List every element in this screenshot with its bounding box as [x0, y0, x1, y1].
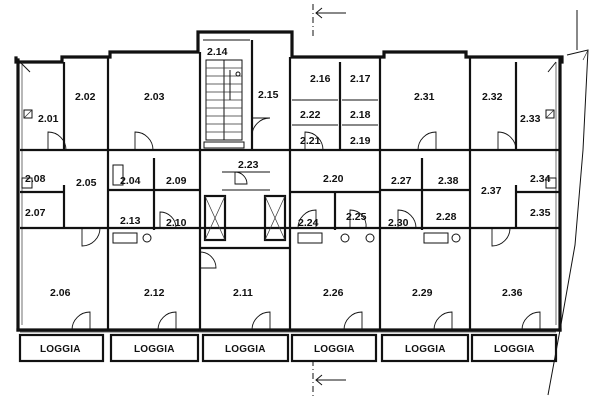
room-2-15-label: 2.15 [258, 89, 279, 101]
loggia-label-2: LOGGIA [134, 344, 175, 355]
room-2-35-label: 2.35 [530, 207, 551, 219]
room-2-33-label: 2.33 [520, 113, 541, 125]
loggia-row [18, 331, 558, 363]
room-2-09-label: 2.09 [166, 175, 187, 187]
room-2-34-label: 2.34 [530, 173, 551, 185]
room-2-23-label: 2.23 [238, 159, 259, 171]
room-2-31-label: 2.31 [414, 91, 435, 103]
room-2-36-label: 2.36 [502, 287, 523, 299]
room-2-02-label: 2.02 [75, 91, 96, 103]
room-2-26-label: 2.26 [323, 287, 344, 299]
room-2-04-label: 2.04 [120, 175, 141, 187]
lobby-partition [222, 171, 270, 191]
room-2-19-label: 2.19 [350, 135, 371, 147]
room-2-03-label: 2.03 [144, 91, 165, 103]
room-2-38-label: 2.38 [438, 175, 459, 187]
room-2-17-label: 2.17 [350, 73, 371, 85]
loggia-labels: LOGGIA LOGGIA LOGGIA LOGGIA LOGGIA LOGGI… [40, 344, 535, 355]
loggia-label-1: LOGGIA [40, 344, 81, 355]
loggia-label-5: LOGGIA [405, 344, 446, 355]
room-2-28-label: 2.28 [436, 211, 457, 223]
room-2-05-label: 2.05 [76, 177, 97, 189]
interior-walls [20, 39, 560, 330]
loggia-label-3: LOGGIA [225, 344, 266, 355]
door-swings [47, 117, 541, 331]
room-2-01-label: 2.01 [38, 113, 59, 125]
bathroom-fixtures [21, 164, 557, 244]
room-2-37-label: 2.37 [481, 185, 502, 197]
room-2-13-label: 2.13 [120, 215, 141, 227]
loggia-label-6: LOGGIA [494, 344, 535, 355]
room-2-25-label: 2.25 [346, 211, 367, 223]
room-2-14-label: 2.14 [207, 46, 228, 58]
room-2-27-label: 2.27 [391, 175, 412, 187]
loggia-label-4: LOGGIA [314, 344, 355, 355]
room-2-08-label: 2.08 [25, 173, 46, 185]
room-labels: 2.01 2.02 2.03 2.04 2.05 2.06 2.07 2.08 … [25, 46, 551, 299]
room-2-22-label: 2.22 [300, 109, 321, 121]
shaft-marks [19, 61, 557, 119]
section-cut-top [312, 4, 346, 38]
staircase [203, 59, 245, 149]
room-2-30-label: 2.30 [388, 217, 409, 229]
room-2-24-label: 2.24 [298, 217, 319, 229]
room-2-06-label: 2.06 [50, 287, 71, 299]
room-2-12-label: 2.12 [144, 287, 165, 299]
room-2-11-label: 2.11 [233, 287, 253, 299]
adjacent-building-edge [547, 10, 589, 396]
room-2-07-label: 2.07 [25, 207, 46, 219]
room-2-16-label: 2.16 [310, 73, 331, 85]
room-2-21-label: 2.21 [300, 135, 321, 147]
room-2-32-label: 2.32 [482, 91, 503, 103]
section-cut-bottom [312, 360, 346, 398]
room-2-18-label: 2.18 [350, 109, 371, 121]
room-2-10-label: 2.10 [166, 217, 187, 229]
room-2-20-label: 2.20 [323, 173, 344, 185]
room-2-29-label: 2.29 [412, 287, 433, 299]
